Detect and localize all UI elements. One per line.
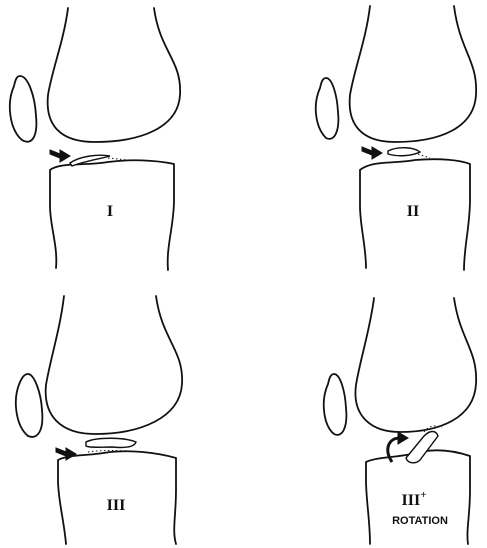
arrow-icon	[50, 150, 70, 162]
patella-outline	[324, 374, 347, 435]
arrow-icon	[56, 448, 76, 460]
panel-stage-3: III	[16, 296, 182, 544]
femur-outline	[355, 298, 476, 432]
stage-label: III	[107, 497, 126, 514]
patella-outline	[16, 374, 43, 437]
panel-stage-2: II	[316, 6, 476, 270]
stage-label: II	[407, 203, 419, 220]
patella-outline	[10, 76, 37, 142]
meniscal-fragment	[86, 438, 136, 447]
arrowhead-icon	[398, 432, 408, 444]
panel-stage-3-plus-rotation: III+ ROTATION	[324, 298, 476, 544]
femur-outline	[350, 6, 477, 142]
rotation-label: ROTATION	[392, 515, 448, 527]
panel-stage-1: I	[10, 8, 180, 270]
stage-label: III+	[402, 489, 427, 509]
stage-label: I	[107, 203, 113, 220]
femur-outline	[48, 8, 181, 142]
meniscal-fragment	[388, 148, 420, 156]
arrow-icon	[362, 147, 382, 159]
meniscal-fragment	[406, 432, 438, 463]
femur-outline	[46, 296, 182, 434]
patella-outline	[316, 78, 339, 139]
